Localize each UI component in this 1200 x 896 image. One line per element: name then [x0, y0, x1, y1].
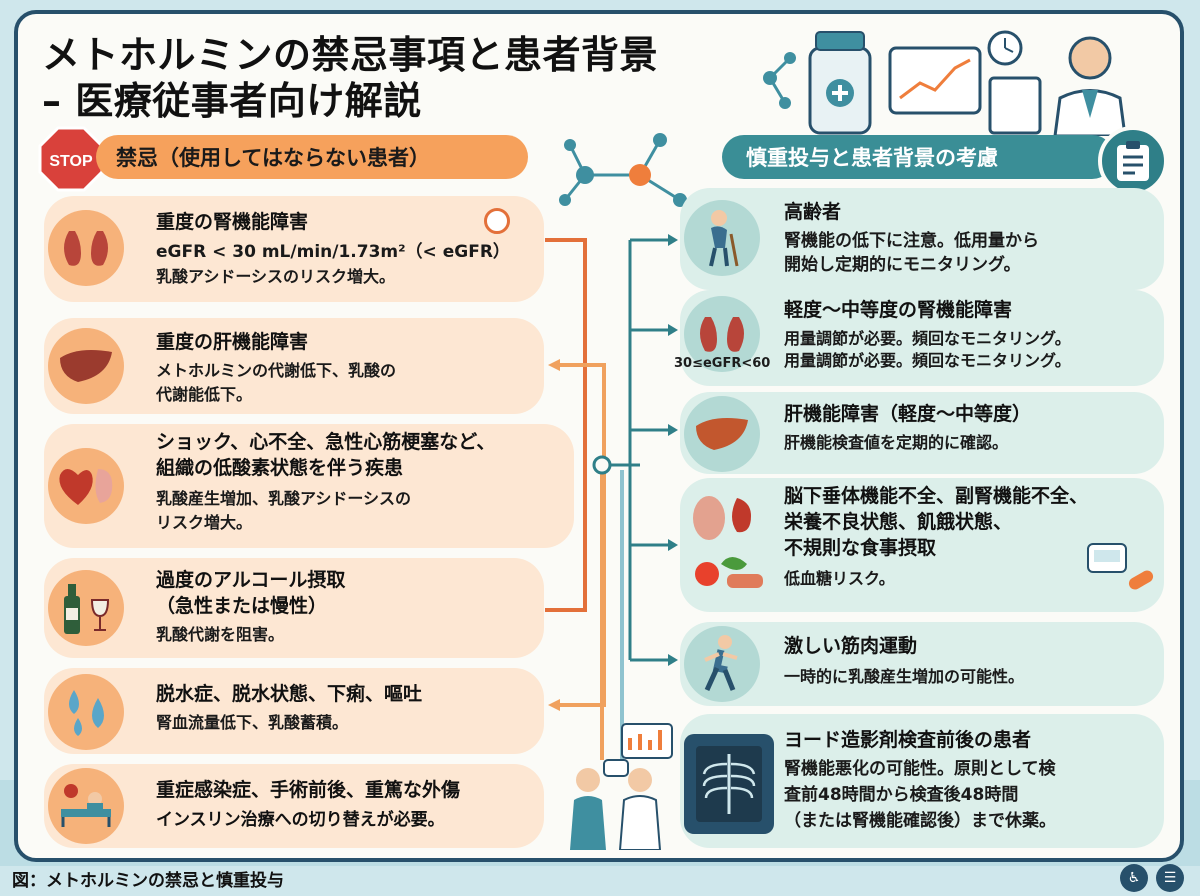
- page-title: メトホルミンの禁忌事項と患者背景 – 医療従事者向け解説: [42, 33, 659, 123]
- contraindication-header: 禁忌（使用してはならない患者）: [96, 135, 528, 179]
- clipboard-icon: [1098, 126, 1168, 196]
- caution-title: 激しい筋肉運動: [784, 635, 918, 657]
- caution-title: ヨード造影剤検査前後の患者: [784, 729, 1032, 751]
- contra-desc: 乳酸産生増加、乳酸アシドーシスの: [156, 489, 412, 508]
- liver-icon: [48, 328, 124, 404]
- contra-desc: リスク増大。: [156, 513, 253, 532]
- hospital-bed-icon: [48, 768, 124, 844]
- caution-desc: 腎機能の低下に注意。低用量から: [784, 231, 1039, 251]
- heart-lungs-icon: [48, 448, 124, 524]
- caution-card-renal: 30≤eGFR<60 軽度～中等度の腎機能障害 用量調節が必要。頻回なモニタリン…: [674, 290, 1164, 386]
- contra-desc: インスリン治療への切り替えが必要。: [156, 810, 445, 830]
- contra-title: 過度のアルコール摂取: [156, 569, 346, 591]
- contra-card-dehydration: 脱水症、脱水状態、下痢、嘔吐 腎血流量低下、乳酸蓄積。: [44, 668, 544, 754]
- contra-title: （急性または慢性）: [156, 595, 328, 617]
- caution-header: 慎重投与と患者背景の考慮: [722, 135, 1114, 179]
- liver-icon: [684, 396, 760, 472]
- caution-card-hepatic: 肝機能障害（軽度～中等度） 肝機能検査値を定期的に確認。: [680, 392, 1164, 474]
- caution-desc: （または腎機能確認後）まで休薬。: [784, 811, 1056, 831]
- caution-desc: 一時的に乳酸産生増加の可能性。: [784, 667, 1025, 686]
- kidney-icon: [684, 296, 760, 372]
- contra-card-hepatic: 重度の肝機能障害 メトホルミンの代謝低下、乳酸の 代謝能低下。: [44, 318, 544, 414]
- contra-desc: eGFR < 30 mL/min/1.73m²（< eGFR）: [156, 242, 510, 262]
- caution-title: 肝機能障害（軽度～中等度）: [784, 403, 1032, 425]
- wine-bottle-icon: [48, 570, 124, 646]
- caution-title: 不規則な食事摂取: [784, 537, 937, 559]
- kidney-icon: [48, 210, 124, 286]
- contra-desc: 乳酸アシドーシスのリスク増大。: [156, 267, 396, 286]
- caution-title: 脳下垂体機能不全、副腎機能不全、: [784, 485, 1089, 507]
- caution-desc: 低血糖リスク。: [784, 569, 895, 588]
- nutrition-icon: [684, 482, 774, 602]
- caution-title: 軽度～中等度の腎機能障害: [784, 299, 1013, 321]
- stop-sign-icon: STOP: [38, 126, 104, 192]
- caution-card-elderly: 高齢者 腎機能の低下に注意。低用量から 開始し定期的にモニタリング。: [680, 188, 1164, 290]
- menu-icon[interactable]: ☰: [1156, 864, 1184, 892]
- caution-desc: 査前48時間から検査後48時間: [784, 785, 1019, 805]
- doctors-illustration: [570, 723, 673, 850]
- contra-desc: メトホルミンの代謝低下、乳酸の: [156, 361, 397, 380]
- contra-card-alcohol: 過度のアルコール摂取 （急性または慢性） 乳酸代謝を阻害。: [44, 558, 544, 658]
- xray-chest-icon: [684, 734, 774, 834]
- egfr-range-label: 30≤eGFR<60: [674, 356, 771, 371]
- runner-icon: [684, 626, 760, 702]
- caution-title: 高齢者: [784, 201, 842, 223]
- caution-desc: 用量調節が必要。頻回なモニタリング。: [784, 351, 1071, 370]
- caution-card-exercise: 激しい筋肉運動 一時的に乳酸産生増加の可能性。: [680, 622, 1164, 706]
- caution-desc: 肝機能検査値を定期的に確認。: [784, 433, 1009, 452]
- contra-title: 組織の低酸素状態を伴う疾患: [156, 457, 404, 479]
- contra-card-renal: 重度の腎機能障害 eGFR < 30 mL/min/1.73m²（< eGFR）…: [44, 196, 544, 302]
- elderly-person-icon: [684, 200, 760, 276]
- caution-desc: 用量調節が必要。頻回なモニタリング。: [784, 329, 1071, 348]
- gauge-icon: [484, 208, 510, 234]
- contra-card-surgery: 重症感染症、手術前後、重篤な外傷 インスリン治療への切り替えが必要。: [44, 764, 544, 848]
- contra-title: 脱水症、脱水状態、下痢、嘔吐: [156, 683, 423, 705]
- contra-desc: 腎血流量低下、乳酸蓄積。: [156, 713, 349, 732]
- caution-desc: 開始し定期的にモニタリング。: [784, 255, 1021, 275]
- accessibility-icon[interactable]: ♿: [1120, 864, 1148, 892]
- contra-title: 重症感染症、手術前後、重篤な外傷: [156, 779, 461, 801]
- svg-text:STOP: STOP: [49, 153, 93, 170]
- contra-title: 重度の腎機能障害: [156, 211, 309, 233]
- contra-title: 重度の肝機能障害: [156, 331, 309, 353]
- header-illustration: [763, 30, 1127, 136]
- caution-card-contrast: ヨード造影剤検査前後の患者 腎機能悪化の可能性。原則として検 査前48時間から検…: [680, 714, 1164, 848]
- contra-desc: 乳酸代謝を阻害。: [156, 625, 285, 644]
- caution-card-endocrine: 脳下垂体機能不全、副腎機能不全、 栄養不良状態、飢餓状態、 不規則な食事摂取 低…: [680, 478, 1164, 612]
- contra-desc: 代謝能低下。: [156, 385, 253, 404]
- contra-card-hypoxia: ショック、心不全、急性心筋梗塞など、 組織の低酸素状態を伴う疾患 乳酸産生増加、…: [44, 424, 574, 548]
- figure-caption: 図：メトホルミンの禁忌と慎重投与: [12, 871, 284, 891]
- glucose-meter-icon: [1087, 543, 1154, 590]
- caution-desc: 腎機能悪化の可能性。原則として検: [784, 759, 1056, 779]
- caution-title: 栄養不良状態、飢餓状態、: [784, 511, 1013, 533]
- water-drops-icon: [48, 674, 124, 750]
- contra-title: ショック、心不全、急性心筋梗塞など、: [156, 431, 496, 453]
